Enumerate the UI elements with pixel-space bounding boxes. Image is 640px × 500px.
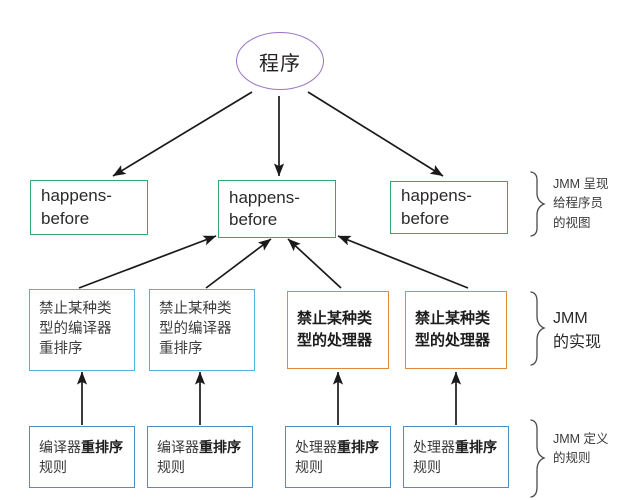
edges-root-to-hb [112,91,444,177]
impl-1-line-2: 型的编译器 [39,321,112,338]
rule-3-line-2: 规则 [295,459,323,475]
happens-before-box-center[interactable]: happens- before [218,180,336,238]
rule-4-line-1: 处理器重排序 [413,437,508,457]
hb-left-line-2: before [41,208,90,228]
annotation-programmer-view: JMM 呈现 给程序员 的视图 [553,175,609,233]
rule-box-processor-1[interactable]: 处理器重排序 规则 [285,426,391,488]
impl-box-processor-2[interactable]: 禁止某种类 型的处理器 [405,291,507,369]
rule-4-lead: 处理器 [413,438,455,455]
annotation-implementation: JMM 的实现 [553,307,601,355]
edges-rule-to-impl [76,371,462,425]
impl-3-line-1: 禁止某种类 [297,309,373,327]
rule-1-lead: 编译器 [39,438,81,455]
annot-2-line-2: 的实现 [553,334,602,351]
impl-2-line-2: 型的编译器 [159,321,232,338]
rule-1-em: 重排序 [81,438,123,455]
rule-2-line-2: 规则 [157,459,185,475]
impl-4-line-2: 型的处理器 [415,332,491,349]
hb-right-line-2: before [401,208,450,228]
rule-3-lead: 处理器 [295,438,337,455]
impl-box-compiler-1[interactable]: 禁止某种类 型的编译器 重排序 [29,289,135,371]
impl-4-line-1: 禁止某种类 [415,309,491,327]
annot-1-line-3: 的视图 [553,215,591,230]
happens-before-box-right[interactable]: happens- before [390,181,508,234]
rule-3-line-1: 处理器重排序 [295,437,390,457]
annotation-rules: JMM 定义 的规则 [553,430,609,469]
impl-1-line-1: 禁止某种类 [39,301,112,318]
hb-right-line-1: happens- [401,186,472,206]
rule-box-compiler-1[interactable]: 编译器重排序 规则 [29,426,135,488]
root-node-program[interactable]: 程序 [236,32,324,90]
hb-center-line-1: happens- [229,187,300,207]
rule-1-line-2: 规则 [39,459,67,475]
edges-impl-to-hb-center [78,235,469,289]
annot-1-line-2: 给程序员 [553,196,604,211]
rule-2-lead: 编译器 [157,438,199,455]
impl-box-compiler-2[interactable]: 禁止某种类 型的编译器 重排序 [149,289,255,371]
annot-2-line-1: JMM [553,310,588,327]
rule-box-processor-2[interactable]: 处理器重排序 规则 [403,426,509,488]
rule-4-em: 重排序 [455,438,497,455]
hb-left-line-1: happens- [41,186,112,206]
annot-3-line-1: JMM 定义 [553,432,609,446]
root-node-label: 程序 [259,52,301,75]
brace-rules [530,419,546,498]
impl-2-line-3: 重排序 [159,340,203,357]
impl-1-line-3: 重排序 [39,340,83,357]
happens-before-box-left[interactable]: happens- before [30,180,148,235]
annot-1-line-1: JMM 呈现 [553,177,609,191]
impl-box-processor-1[interactable]: 禁止某种类 型的处理器 [287,291,389,369]
rule-2-em: 重排序 [199,438,241,455]
rule-4-line-2: 规则 [413,459,441,475]
brace-programmer-view [530,171,546,237]
rule-box-compiler-2[interactable]: 编译器重排序 规则 [147,426,253,488]
hb-center-line-2: before [229,210,278,229]
impl-2-line-1: 禁止某种类 [159,301,232,318]
annot-3-line-2: 的规则 [553,451,591,466]
rule-1-line-1: 编译器重排序 [39,437,134,457]
rule-3-em: 重排序 [337,438,379,455]
rule-2-line-1: 编译器重排序 [157,437,252,457]
brace-implementation [530,291,546,366]
impl-3-line-2: 型的处理器 [297,332,373,349]
